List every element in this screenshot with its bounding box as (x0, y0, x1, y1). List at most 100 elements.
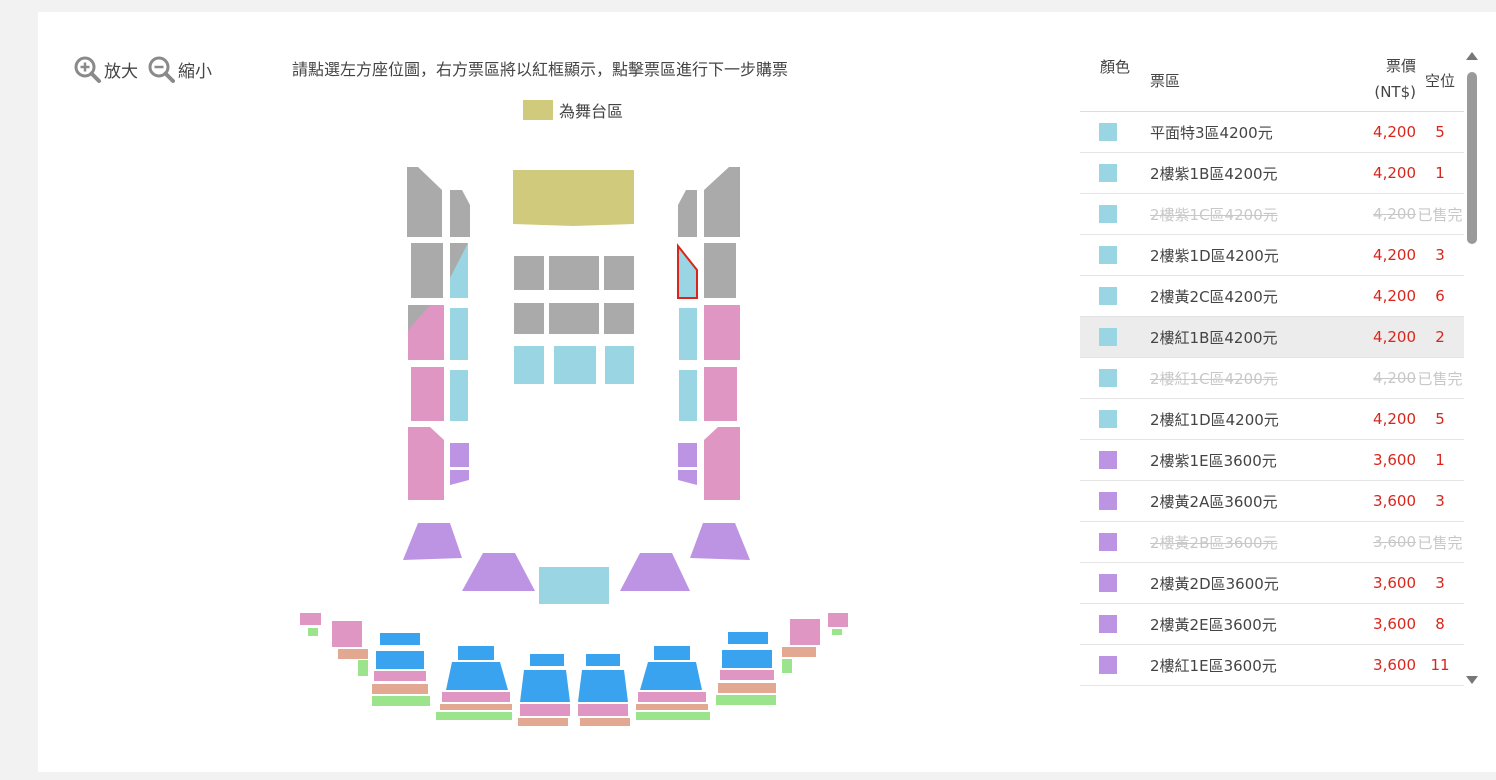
seat-block-gray[interactable] (549, 303, 599, 334)
zoom-out-button[interactable]: 縮小 (146, 54, 212, 84)
seat-block-4200[interactable] (605, 346, 634, 384)
row-price: 4,200 (1373, 287, 1416, 305)
seat-block-pink[interactable] (704, 305, 740, 360)
color-swatch (1099, 164, 1117, 182)
row-seats: 5 (1435, 123, 1445, 141)
seat-block-4200[interactable] (539, 567, 609, 604)
row-price: 4,200 (1373, 164, 1416, 182)
row-swatch (1080, 574, 1138, 592)
seat-group-blue[interactable] (578, 654, 630, 726)
seat-block-4200[interactable] (514, 346, 544, 384)
seat-block-4200[interactable] (554, 346, 596, 384)
row-swatch (1080, 615, 1138, 633)
seat-map[interactable] (290, 150, 860, 740)
seat-block-3600[interactable] (450, 443, 469, 467)
seat-block-3600[interactable] (450, 470, 469, 485)
seat-block-3600[interactable] (678, 443, 697, 467)
row-swatch (1080, 164, 1138, 182)
color-swatch (1099, 287, 1117, 305)
header-seats: 空位 (1424, 72, 1455, 90)
seat-block-3600[interactable] (678, 470, 697, 485)
seat-block-pink[interactable] (790, 619, 820, 645)
seat-block-green[interactable] (358, 660, 368, 676)
seat-block-salmon[interactable] (338, 649, 368, 659)
color-swatch (1099, 205, 1117, 223)
stage-legend: 為舞台區 (523, 98, 623, 122)
seat-group-blue[interactable] (372, 633, 430, 706)
seat-block-3600[interactable] (403, 523, 462, 560)
seat-block-4200[interactable] (450, 308, 468, 360)
seat-block-gray[interactable] (514, 256, 544, 290)
seat-group-blue[interactable] (436, 646, 512, 720)
seat-block-pink[interactable] (332, 621, 362, 647)
color-swatch (1099, 492, 1117, 510)
scroll-thumb[interactable] (1467, 72, 1477, 244)
row-zone: 2樓紫1B區4200元 (1150, 164, 1278, 183)
seat-block-gray[interactable] (514, 303, 544, 334)
seat-block-3600[interactable] (690, 523, 750, 560)
seat-block-selected[interactable] (677, 243, 698, 299)
stage-area (513, 170, 634, 226)
scroll-up-arrow-icon[interactable] (1466, 52, 1478, 60)
row-seats: 3 (1435, 492, 1445, 510)
seat-block-gray[interactable] (411, 243, 443, 298)
row-zone: 2樓紫1E區3600元 (1150, 451, 1277, 470)
seat-block-green[interactable] (832, 629, 842, 635)
seat-block-gray[interactable] (450, 190, 470, 237)
row-price: 4,200 (1373, 246, 1416, 264)
seat-block-gray[interactable] (604, 303, 634, 334)
seat-block-pink[interactable] (411, 367, 444, 421)
seat-block-pink[interactable] (828, 613, 848, 627)
seat-block-4200[interactable] (679, 308, 697, 360)
row-zone: 2樓紅1D區4200元 (1150, 410, 1279, 429)
seat-block-gray[interactable] (549, 256, 599, 290)
row-zone: 2樓黃2B區3600元 (1150, 533, 1278, 552)
seat-group-blue[interactable] (636, 646, 710, 720)
row-zone: 2樓紅1C區4200元 (1150, 369, 1278, 388)
seat-block-green[interactable] (308, 628, 318, 636)
seat-block-pink[interactable] (704, 427, 740, 500)
color-swatch (1099, 574, 1117, 592)
seat-block-gray[interactable] (604, 256, 634, 290)
row-swatch (1080, 533, 1138, 551)
seat-block-salmon[interactable] (782, 647, 816, 657)
zoom-in-icon (74, 56, 101, 83)
seat-block-3600[interactable] (462, 553, 535, 591)
seat-block-gray[interactable] (704, 243, 736, 298)
row-swatch (1080, 410, 1138, 428)
seat-block-gray[interactable] (678, 190, 697, 237)
seat-block-pink[interactable] (704, 367, 737, 421)
seat-block-gray[interactable] (407, 167, 442, 237)
row-seats: 已售完 (1417, 205, 1463, 224)
seat-block-4200[interactable] (450, 370, 468, 421)
seat-block-gray[interactable] (704, 167, 740, 237)
row-price: 3,600 (1373, 574, 1416, 592)
seat-group-blue[interactable] (518, 654, 570, 726)
seat-block-pink[interactable] (408, 427, 444, 500)
seat-block-3600[interactable] (620, 553, 690, 591)
row-zone: 2樓紫1C區4200元 (1150, 205, 1278, 224)
scroll-down-arrow-icon[interactable] (1466, 676, 1478, 684)
seat-group-blue[interactable] (716, 632, 776, 705)
header-price: 票價 (NT$) (1320, 50, 1416, 111)
header-price-label: 票價 (1385, 57, 1416, 75)
seat-block-pink[interactable] (300, 613, 321, 625)
seat-block-green[interactable] (782, 659, 792, 673)
ticket-table-header: 顏色 票區 票價 (NT$) 空位 (1080, 50, 1464, 112)
row-price: 4,200 (1373, 328, 1416, 346)
zoom-in-button[interactable]: 放大 (72, 54, 138, 84)
row-zone: 2樓黃2D區3600元 (1150, 574, 1279, 593)
seat-block-4200[interactable] (679, 370, 697, 421)
ticket-scrollbar[interactable] (1464, 50, 1480, 686)
